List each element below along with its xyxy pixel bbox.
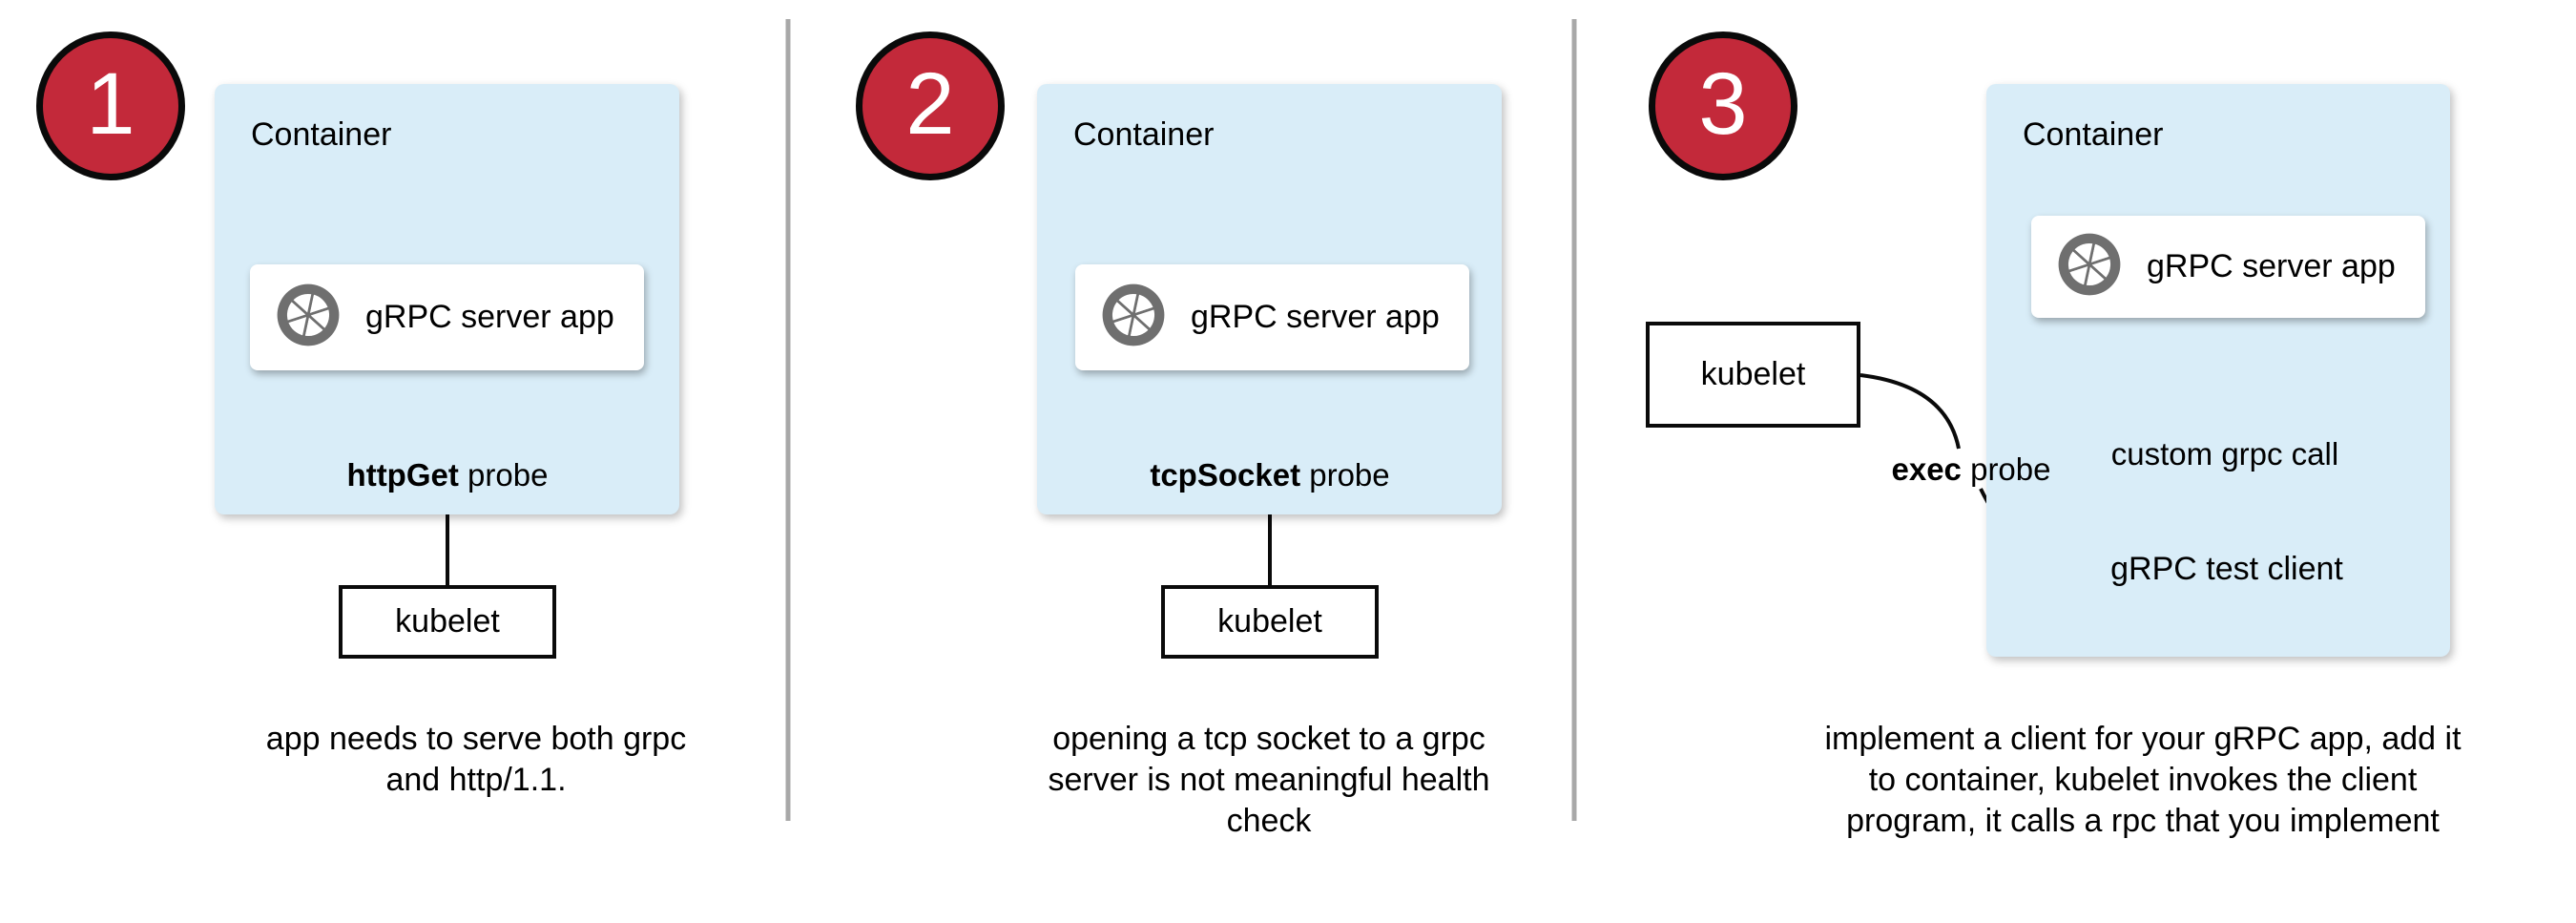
kubelet-box-3: kubelet [1646,322,1860,428]
app-box-label-3: gRPC server app [2147,248,2396,284]
probe-word-1: probe [458,457,549,493]
kubelet-label-1: kubelet [395,603,500,640]
step-number-2: 2 [905,55,955,153]
probe-word-3: probe [1961,451,2051,487]
grpc-server-app-box-3: gRPC server app [2031,216,2425,318]
step-badge-2: 2 [856,31,1005,180]
caption-3-line-2: to container, kubelet invokes the client [1868,762,2418,798]
container-box-3: Container [1986,84,2450,657]
caption-2-line-1: opening a tcp socket to a grpc [1052,721,1485,757]
probe-label-2: tcpSocket probe [1079,457,1461,493]
caption-3-line-3: program, it calls a rpc that you impleme… [1846,803,2440,839]
grpc-server-app-box-1: gRPC server app [250,264,644,370]
panel3-exec-curve-upper [1859,373,1961,450]
caption-2-line-3: check [1226,803,1312,839]
kubelet-label-2: kubelet [1217,603,1322,640]
container-label-1: Container [251,116,392,153]
step-badge-3: 3 [1649,31,1797,180]
caption-3: implement a client for your gRPC app, ad… [1818,719,2467,842]
container-label-3: Container [2023,116,2164,153]
kubelet-box-2: kubelet [1161,585,1379,659]
grpc-aperture-icon [274,281,343,354]
grpc-aperture-icon [1099,281,1168,354]
step-badge-1: 1 [36,31,185,180]
kubelet-label-3: kubelet [1700,356,1806,392]
probe-type-2: tcpSocket [1150,457,1301,493]
probe-type-1: httpGet [346,457,459,493]
grpc-aperture-icon [2055,230,2124,304]
grpc-server-app-box-2: gRPC server app [1075,264,1469,370]
caption-1-line-1: app needs to serve both grpc [265,721,687,757]
probe-label-1: httpGet probe [257,457,638,493]
custom-grpc-call-label: custom grpc call [2110,436,2339,472]
caption-2: opening a tcp socket to a grpc server is… [1030,719,1507,842]
caption-2-line-2: server is not meaningful health [1048,762,1490,798]
probe-word-2: probe [1300,457,1390,493]
step-number-3: 3 [1698,55,1748,153]
grpc-test-client-label: gRPC test client [2110,550,2343,587]
container-label-2: Container [1073,116,1215,153]
caption-1: app needs to serve both grpc and http/1.… [238,719,715,801]
kubelet-box-1: kubelet [339,585,556,659]
caption-1-line-2: and http/1.1. [385,762,567,798]
app-box-label-2: gRPC server app [1191,299,1440,335]
probe-type-3: exec [1891,451,1962,487]
app-box-label-1: gRPC server app [365,299,614,335]
caption-3-line-1: implement a client for your gRPC app, ad… [1824,721,2462,757]
step-number-1: 1 [86,55,135,153]
probe-label-3: exec probe [1828,451,2114,488]
